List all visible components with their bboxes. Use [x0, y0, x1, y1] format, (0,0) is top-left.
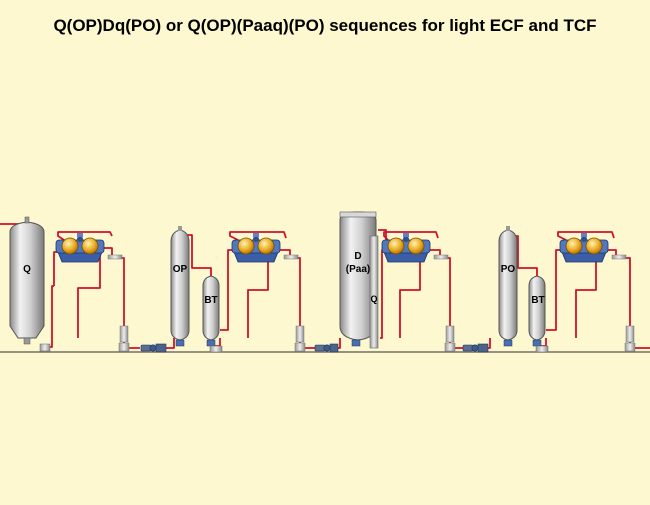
stage-label-po: PO	[501, 264, 516, 275]
stage-label-bt2: BT	[531, 295, 544, 306]
stage-label-q1: Q	[23, 264, 31, 275]
seal-tank-2	[295, 325, 305, 343]
stage-label-bt1: BT	[204, 295, 217, 306]
pump-1	[140, 344, 157, 352]
q-tower: Q	[9, 216, 51, 352]
bt-tower-2: BT	[528, 275, 549, 353]
washer-2	[231, 232, 281, 263]
po-tower: PO	[498, 226, 518, 347]
stage-label-paa: (Paa)	[346, 264, 370, 275]
stage-label-d: D	[354, 251, 361, 262]
pump-2	[314, 344, 331, 352]
bt-tower-1: BT	[202, 275, 223, 353]
washer-4	[559, 232, 609, 263]
filtrate-tank-2	[283, 254, 299, 260]
mixer-1	[155, 343, 167, 353]
pump-3	[462, 344, 479, 352]
stage-label-q2: Q	[370, 294, 377, 304]
seal-tank-1	[119, 325, 129, 343]
filtrate-tank-3	[433, 254, 449, 260]
op-tower: OP	[170, 226, 190, 347]
filtrate-tank-1	[107, 254, 123, 260]
page-title: Q(OP)Dq(PO) or Q(OP)(Paaq)(PO) sequences…	[53, 16, 597, 35]
q-tube: Q	[369, 235, 379, 349]
seal-tank-3	[445, 325, 455, 343]
filtrate-tank-4	[611, 254, 627, 260]
seal-tank-4	[625, 325, 635, 343]
stage-label-op: OP	[173, 264, 188, 275]
washer-1	[55, 232, 105, 263]
washer-3	[381, 232, 431, 263]
